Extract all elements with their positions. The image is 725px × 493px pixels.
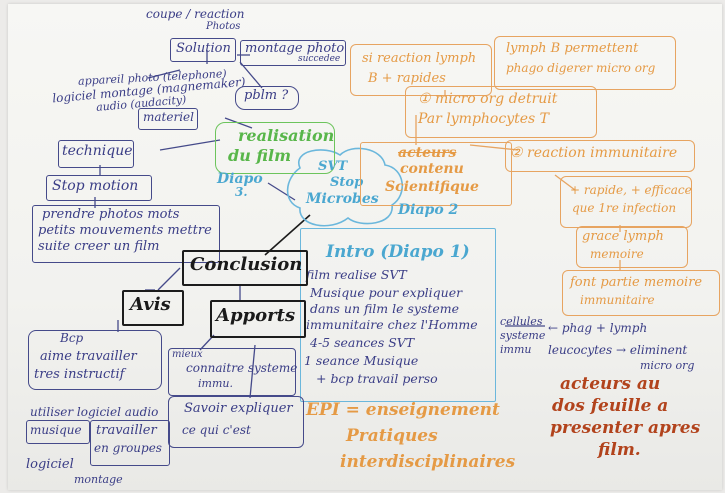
prendre-line3: suite creer un film [38,239,160,254]
epi-line2: Pratiques [346,426,438,446]
mieux-line1: mieux [172,349,203,360]
sireaction-box [350,44,492,96]
solution-box [170,38,236,62]
materiel-box [138,108,198,130]
apports-box [210,300,306,338]
acteurs-line3: presenter apres [550,418,701,438]
conclusion-label: Conclusion [190,254,303,275]
micro-box [405,86,597,138]
stop-motion-label: Stop motion [52,178,139,194]
avis-label: Avis [130,294,171,315]
font-box [562,270,720,316]
intro-line2: Musique pour expliquer [310,285,463,300]
mieux-line3: immu. [198,377,233,390]
technique-box [58,140,134,168]
du-film-label: du film [228,146,292,165]
stop-motion-box [46,175,152,201]
bcp-line3: tres instructif [34,367,125,382]
diapo3-label: Diapo [217,171,263,187]
pblm-box [235,86,299,110]
reaction-box [505,140,695,172]
bcp-line1: Bcp [60,331,84,345]
contenu-box [360,142,512,206]
bcp-line2: aime travailler [40,349,137,364]
rapide-box [560,176,692,228]
micro-line1: ① micro org detruit [418,91,558,107]
reaction-label: ② reaction immunitaire [510,145,678,161]
savoir-line1: Savoir expliquer [184,401,293,416]
bcp-box [28,330,162,390]
grace-line1: grace lymph [582,229,664,244]
phago-line: phago digerer micro org [506,61,656,75]
montage-bottom: montage [74,473,123,486]
realisation-box [215,122,335,174]
acteurs-line1: acteurs au [560,374,661,394]
intro-title: Intro (Diapo 1) [326,242,470,262]
cellules-line1: cellules [500,315,543,328]
intro-line5: 4-5 seances SVT [310,335,415,350]
cellules-line2: systeme [500,329,546,342]
intro-line1: film realise SVT [306,267,407,282]
grace-line2: memoire [590,247,644,261]
acteurs-line2: dos feuille a [552,396,669,416]
intro-line4: immunitaire chez l'Homme [306,317,478,332]
lymphb-line1: lymph B permettent [506,41,639,56]
musique-label: musique [30,423,82,437]
rapide-line1: + rapide, + efficace [570,183,692,197]
montage-succedee: succedee [298,54,341,64]
mieux-line2: connaitre systeme [186,361,298,375]
leucocytes-line: leucocytes → eliminent [548,343,688,357]
montage-label: montage photo [245,41,345,56]
diapo2-label: Diapo 2 [398,202,459,218]
intro-box [300,228,496,402]
travailler-box [90,420,170,466]
acteurs-crossed: acteurs [398,145,457,161]
svt-label: SVT [318,159,348,174]
top-note-photos: Photos [206,21,241,32]
prendre-line1: prendre photos mots [42,207,180,222]
scientifique-label: Scientifique [385,179,479,195]
lymphb-box [494,36,676,90]
intro-line6: 1 seance Musique [304,353,419,368]
conclusion-box [182,250,308,286]
epi-line3: interdisciplinaires [340,452,516,472]
avis-box [122,290,184,326]
logiciel-bottom: logiciel [26,457,74,472]
intro-line7: + bcp travail perso [316,371,438,386]
acteurs-line4: film. [598,440,641,460]
savoir-line2: ce qui c'est [182,423,251,437]
utiliser-line: utiliser logiciel audio [30,405,159,419]
prendre-line2: petits mouvements mettre [38,223,212,238]
stop-label: Stop [330,175,364,190]
intro-line3: dans un film le systeme [310,301,460,316]
travailler-line1: travailler [96,423,157,438]
mieux-box [168,348,296,396]
epi-line1: EPI = enseignement [306,400,500,420]
phag-lymph: ← phag + lymph [548,321,648,335]
paper-sheet [8,4,722,490]
micro-line2: Par lymphocytes T [418,111,549,127]
materiel-label: materiel [143,110,194,124]
prendre-box [32,205,220,263]
font-line2: immunitaire [580,293,655,307]
travailler-line2: en groupes [94,441,162,455]
cellules-line3: immu [500,343,532,356]
grace-box [576,226,688,268]
micro-org-line: micro org [640,359,695,372]
solution-label: Solution [176,41,231,56]
top-note: coupe / reaction [146,7,245,21]
realisation-label: realisation [238,126,335,145]
diapo3-num: 3. [235,185,248,199]
sireaction-line1: si reaction lymph [362,51,477,66]
montage-box [240,40,346,66]
pblm-label: pblm ? [244,88,289,103]
font-line1: font partie memoire [570,275,703,290]
musique-box [26,420,90,444]
apports-label: Apports [216,305,296,326]
technique-label: technique [62,143,133,159]
sireaction-line2: B + rapides [368,71,446,86]
rapide-line2: que 1re infection [572,201,677,215]
contenu-label: contenu [400,161,464,177]
